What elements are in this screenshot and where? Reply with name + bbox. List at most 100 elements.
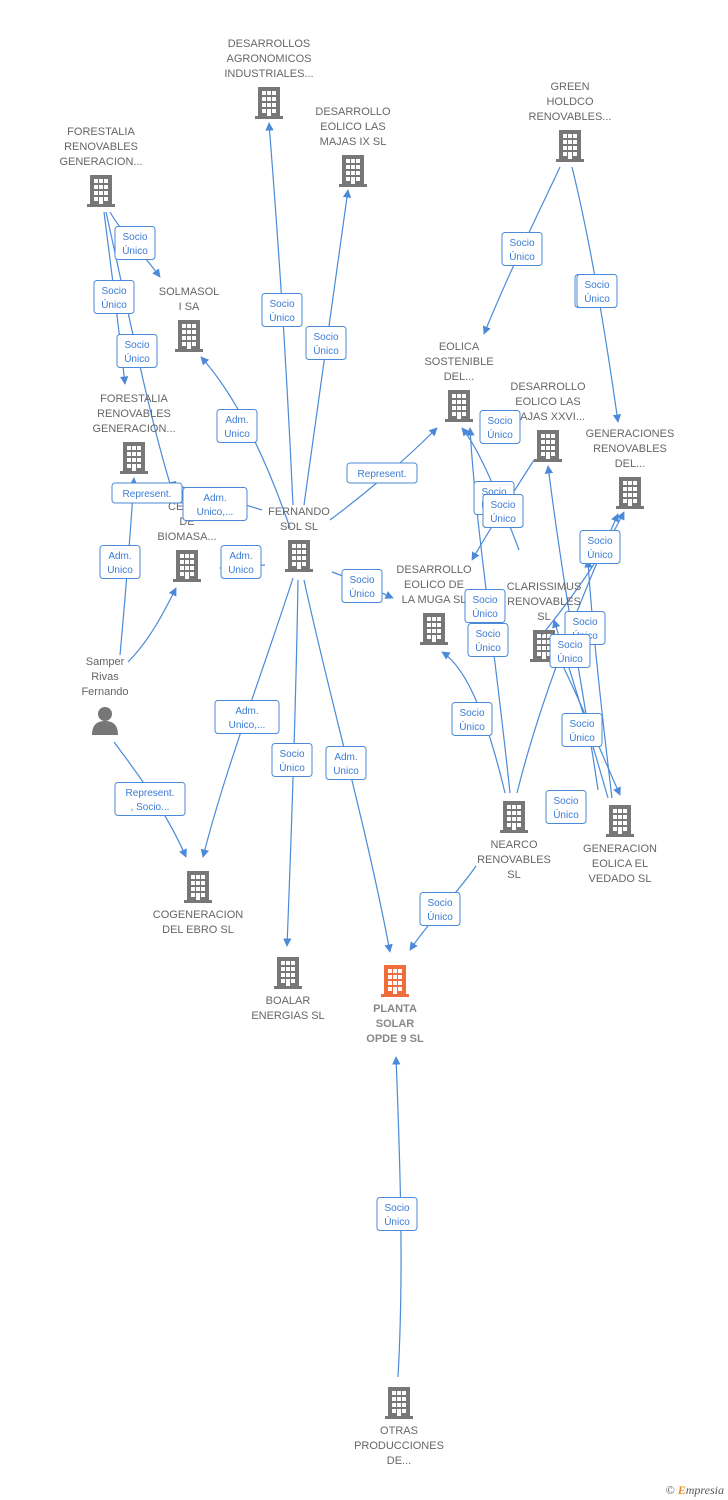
relation-label-text: Único [490,512,516,525]
building-icon [606,805,634,837]
relation-label-text: Socio [124,340,149,351]
node-label-line: EOLICA [439,341,480,353]
relation-label-text: Socio [279,749,304,760]
relation-label-text: Único [122,244,148,257]
relation-label-text: Único [472,607,498,620]
relation-label-text: Socio [584,280,609,291]
relation-label-text: Socio [557,640,582,651]
node-label-line: EOLICO DE [404,579,464,591]
relation-label-text: Socio [269,299,294,310]
node-label-line: COGENERACION [153,909,244,921]
relation-label-27[interactable]: Adm.Unico [325,746,367,780]
relation-label-text: Único [269,311,295,324]
relation-label-25[interactable]: Adm.Unico,... [214,700,280,734]
relation-label-text: Único [587,548,613,561]
relation-label-text: Único [475,641,501,654]
node-boalar[interactable]: BOALAR ENERGIAS SL [251,957,325,1022]
relation-label-text: Único [427,910,453,923]
node-label-line: LA MUGA SL [402,594,467,606]
node-label-line: DE... [387,1455,411,1467]
relation-label-11[interactable]: Adm.Unico [220,545,262,579]
relation-label-text: Socio [587,536,612,547]
relation-label-text: Socio [553,796,578,807]
relation-edge-0 [265,122,294,506]
building-icon [175,320,203,352]
brand-initial: E [677,1483,686,1497]
relation-label-text: Único [459,720,485,733]
node-label-line: RENOVABLES [477,854,551,866]
node-label-line: CLARISSIMUS [507,581,582,593]
relation-label-text: Adm. [225,415,248,426]
node-otras-producciones[interactable]: OTRASPRODUCCIONESDE... [354,1387,444,1467]
relation-edge-25 [461,427,520,551]
relation-edge-28 [541,511,625,636]
node-label-line: SL [537,611,550,623]
node-generaciones-renovables[interactable]: GENERACIONESRENOVABLESDEL... [586,428,675,509]
node-label-line: DEL EBRO SL [162,924,234,936]
node-label-line: DESARROLLO [315,106,391,118]
node-eolica-sostenible[interactable]: EOLICASOSTENIBLEDEL... [424,341,494,422]
relation-label-text: Socio [487,416,512,427]
node-desarrollos-agronomicos[interactable]: DESARROLLOSAGRONOMICOSINDUSTRIALES... [224,38,314,119]
building-icon [500,801,528,833]
node-label-line: MAJAS XXVI... [511,411,585,423]
node-label-line: BOALAR [266,995,311,1007]
building-icon [381,965,409,997]
relation-label-text: Único [509,250,535,263]
node-label-line: Samper [86,656,125,668]
building-icon [385,1387,413,1419]
building-icon [445,390,473,422]
relation-label-9[interactable]: Adm.Unico,... [182,487,248,521]
node-cogeneracion-ebro[interactable]: COGENERACION DEL EBRO SL [153,871,244,936]
relation-label-8[interactable]: Represent. [111,482,183,504]
relation-label-text: Socio [427,898,452,909]
relation-label-text: Socio [509,238,534,249]
node-label-line: HOLDCO [546,96,594,108]
node-label-line: SL [507,869,520,881]
node-green-holdco[interactable]: GREENHOLDCORENOVABLES... [529,81,612,162]
relation-label-text: Socio [569,719,594,730]
node-forestalia-2[interactable]: FORESTALIARENOVABLESGENERACION... [92,393,176,474]
relation-label-10[interactable]: Adm.Unico [99,545,141,579]
node-label-line: RENOVABLES [97,408,171,420]
relation-label-text: , Socio... [131,802,170,813]
node-label-line: ENERGIAS SL [251,1010,324,1022]
relation-label-12[interactable]: Represent. [346,462,418,484]
relation-label-text: Único [569,731,595,744]
relation-label-text: Socio [349,575,374,586]
node-forestalia-1[interactable]: FORESTALIARENOVABLESGENERACION... [59,126,143,207]
relation-label-text: Socio [459,708,484,719]
relation-label-28[interactable]: Represent., Socio... [114,782,186,816]
relation-label-7[interactable]: Adm.Unico [216,409,258,443]
